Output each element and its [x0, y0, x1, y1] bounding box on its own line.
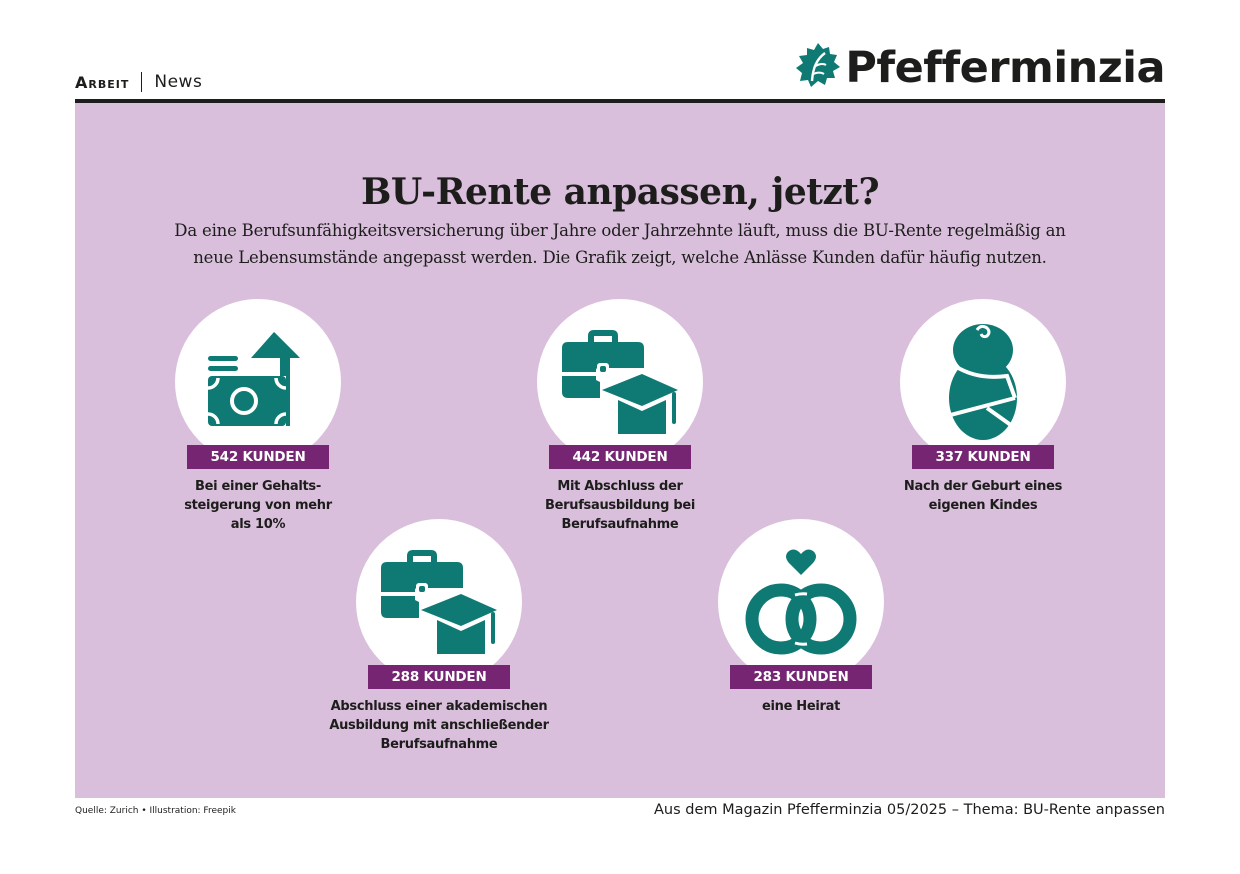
- icon-circle: [356, 519, 522, 685]
- caption-line: Abschluss einer akademischen: [330, 699, 548, 714]
- count-badge: 288 KUNDEN: [368, 665, 510, 689]
- wedding-rings-heart-icon: [745, 549, 857, 655]
- caption-line: Berufsausbildung bei: [545, 498, 695, 513]
- subsection-label: News: [154, 72, 203, 92]
- icon-circle: [900, 299, 1066, 465]
- magazine-credit: Aus dem Magazin Pfefferminzia 05/2025 – …: [653, 802, 1165, 818]
- caption: Bei einer Gehalts-steigerung von mehr als…: [138, 477, 378, 534]
- count-badge: 283 KUNDEN: [730, 665, 872, 689]
- caption-line: als 10%: [230, 517, 286, 532]
- caption-line: steigerung von mehr: [184, 498, 332, 513]
- section-header: Arbeit News: [75, 70, 202, 94]
- caption-line: Bei einer Gehalts-: [195, 479, 321, 494]
- caption-line: Nach der Geburt eines: [903, 479, 1063, 494]
- caption-line: Berufsaufnahme: [561, 517, 679, 532]
- icon-circle: [537, 299, 703, 465]
- caption: eine Heirat: [681, 697, 921, 716]
- money-arrow-up-icon: [208, 332, 300, 426]
- caption: Nach der Geburt eines eigenen Kindes: [863, 477, 1103, 515]
- caption-line: Ausbildung mit anschließender: [329, 718, 549, 733]
- intro-line-1: Da eine Berufsunfähigkeitsversicherung ü…: [174, 221, 1066, 240]
- leaf-icon: [795, 41, 841, 95]
- logo: Pfefferminzia: [795, 40, 1165, 96]
- caption-line: eigenen Kindes: [928, 498, 1038, 513]
- intro-text: Da eine Berufsunfähigkeitsversicherung ü…: [135, 217, 1105, 271]
- divider: [141, 72, 143, 92]
- caption-line: eine Heirat: [761, 699, 841, 714]
- icon-circle: [175, 299, 341, 465]
- count-badge: 442 KUNDEN: [549, 445, 691, 469]
- briefcase-graduation-cap-icon: [562, 330, 678, 434]
- briefcase-graduation-cap-icon: [381, 550, 497, 654]
- source-credit: Quelle: Zurich • Illustration: Freepik: [75, 806, 236, 816]
- swaddled-baby-icon: [947, 324, 1017, 440]
- section-label: Arbeit: [75, 72, 130, 92]
- intro-line-2: neue Lebensumstände angepasst werden. Di…: [193, 248, 1047, 267]
- caption-line: Berufsaufnahme: [380, 737, 498, 752]
- page-title: BU-Rente anpassen, jetzt?: [360, 171, 880, 213]
- count-badge: 337 KUNDEN: [912, 445, 1054, 469]
- header-rule: [75, 99, 1165, 103]
- logo-text: Pfefferminzia: [845, 43, 1165, 93]
- count-badge: 542 KUNDEN: [187, 445, 329, 469]
- icon-circle: [718, 519, 884, 685]
- infographic-panel: BU-Rente anpassen, jetzt? Da eine Berufs…: [75, 103, 1165, 798]
- caption-line: Mit Abschluss der: [557, 479, 683, 494]
